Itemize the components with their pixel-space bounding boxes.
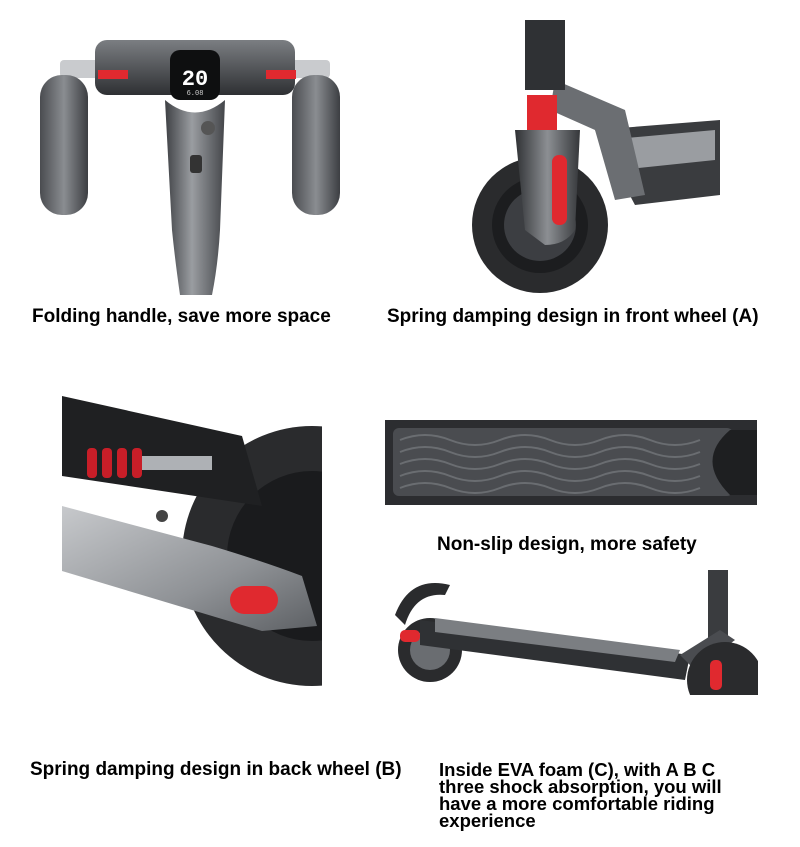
caption-folding-handle: Folding handle, save more space bbox=[32, 306, 331, 327]
scooter-side-photo bbox=[390, 570, 758, 695]
caption-back-wheel: Spring damping design in back wheel (B) bbox=[30, 759, 402, 780]
caption-non-slip: Non-slip design, more safety bbox=[437, 534, 697, 555]
display-speed: 20 bbox=[182, 67, 208, 92]
caption-eva-foam: Inside EVA foam (C), with A B C three sh… bbox=[439, 759, 722, 831]
back-wheel-photo bbox=[62, 396, 322, 691]
front-wheel-photo bbox=[445, 20, 725, 295]
display-sub: 6.08 bbox=[187, 90, 204, 98]
handlebar-photo: 20 6.08 bbox=[30, 30, 350, 295]
caption-front-wheel: Spring damping design in front wheel (A) bbox=[387, 306, 759, 327]
deck-photo bbox=[385, 420, 757, 505]
